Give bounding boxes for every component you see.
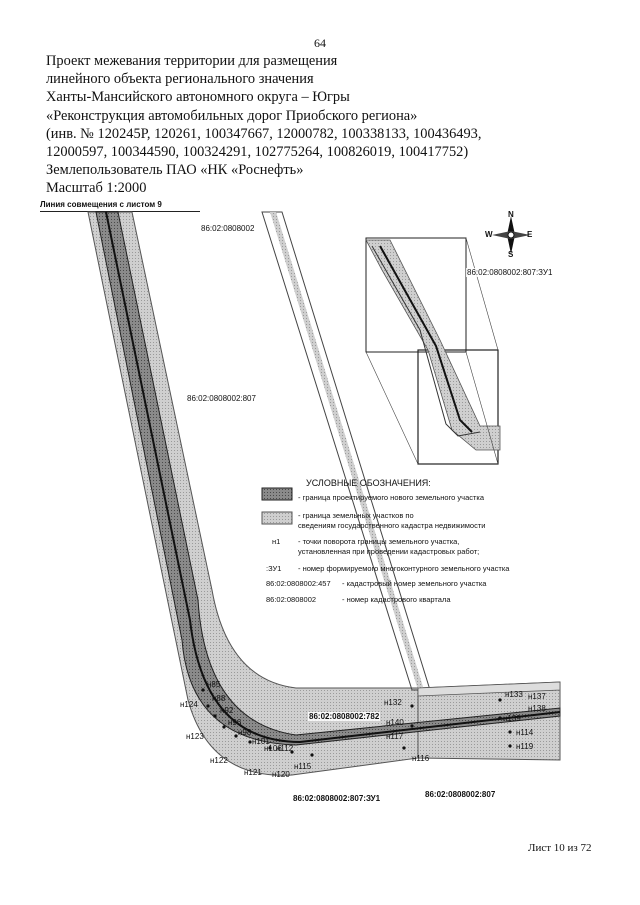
- sheet-join-label: Линия совмещения с листом 9: [40, 200, 162, 209]
- point-label: н85: [207, 680, 221, 689]
- compass-n: N: [508, 210, 514, 219]
- sheet-footer: Лист 10 из 72: [528, 842, 592, 854]
- document-title: Проект межевания территории для размещен…: [46, 52, 606, 198]
- point-label: н139: [503, 714, 521, 723]
- legend-swatch-cadastre: [261, 511, 293, 525]
- legend-item-zu: - номер формируемого многоконтурного зем…: [298, 564, 510, 573]
- title-line-3: Ханты-Мансийского автономного округа – Ю…: [46, 89, 350, 106]
- point-label: н117: [386, 732, 404, 741]
- point-label: н123: [186, 732, 204, 741]
- point-label: н106: [264, 744, 282, 753]
- point-label: н119: [516, 742, 534, 751]
- parcel-label-807: 86:02:0808002:807: [186, 394, 257, 403]
- legend-item-parcel: - кадастровый номер земельного участка: [342, 579, 487, 588]
- title-line-6: 12000597, 100344590, 100324291, 10277526…: [46, 144, 469, 161]
- point-label: н137: [528, 692, 546, 701]
- compass-s: S: [508, 250, 514, 259]
- quarter-label-top: 86:02:0808002: [200, 224, 256, 233]
- point-label: н88: [212, 694, 226, 703]
- point-label: н124: [180, 700, 198, 709]
- title-line-2: линейного объекта регионального значения: [46, 71, 314, 88]
- legend-item-cadastre: - граница земельных участков по: [298, 511, 414, 520]
- zu1-label-bottom: 86:02:0808002:807:ЗУ1: [292, 794, 382, 803]
- compass-w: W: [485, 230, 493, 239]
- inset-parcel-label: 86:02:0808002:807:ЗУ1: [466, 268, 554, 277]
- title-line-8: Масштаб 1:2000: [46, 180, 147, 197]
- point-label: н120: [272, 770, 290, 779]
- compass-rose-icon: [492, 216, 530, 254]
- legend-symbol-quarter: 86:02:0808002: [266, 595, 317, 604]
- compass-e: E: [527, 230, 533, 239]
- point-label: н121: [244, 768, 262, 777]
- legend-item-quarter: - номер кадастрового квартала: [342, 595, 451, 604]
- page-number: 64: [314, 36, 326, 50]
- legend-title: УСЛОВНЫЕ ОБОЗНАЧЕНИЯ:: [306, 478, 431, 488]
- point-label: н101: [252, 737, 270, 746]
- legend-symbol-point: н1: [272, 537, 281, 546]
- legend-item-point: - точки поворота границы земельного учас…: [298, 537, 460, 546]
- legend-swatch-new: [261, 487, 293, 501]
- road-centerline: [105, 211, 561, 744]
- title-line-7: Землепользователь ПАО «НК «Роснефть»: [46, 162, 304, 179]
- point-label: н96: [228, 718, 242, 727]
- point-label: н92: [220, 706, 234, 715]
- legend-item-new-parcel: - граница проектируемого нового земельно…: [298, 493, 485, 502]
- point-label: н133: [505, 690, 523, 699]
- point-label: н112: [276, 744, 294, 753]
- point-label: н116: [412, 754, 430, 763]
- legend-symbol-zu: :ЗУ1: [266, 564, 282, 573]
- title-line-1: Проект межевания территории для размещен…: [46, 53, 338, 69]
- parcel-label-782: 86:02:0808002:782: [308, 712, 381, 721]
- point-label: н122: [210, 756, 228, 765]
- title-line-4: «Реконструкция автомобильных дорог Приоб…: [46, 107, 418, 124]
- east-block: [417, 681, 561, 697]
- point-label: н140: [386, 718, 404, 727]
- legend-item-point-2: установленная при проведении кадастровых…: [298, 547, 480, 556]
- legend-symbol-parcel: 86:02:0808002:457: [266, 579, 331, 588]
- inset-map: [365, 237, 501, 465]
- point-label: н98: [238, 728, 252, 737]
- legend-item-cadastre-2: сведениям государственного кадастра недв…: [298, 521, 486, 530]
- point-label: н138: [528, 704, 546, 713]
- title-line-5: (инв. № 120245Р, 120261, 100347667, 1200…: [46, 125, 482, 142]
- parcel-label-807-bottom: 86:02:0808002:807: [424, 790, 497, 799]
- side-strip-inner: [270, 212, 424, 690]
- new-parcel-band: [95, 211, 561, 746]
- point-label: н132: [384, 698, 402, 707]
- point-label: н114: [516, 728, 534, 737]
- point-label: н115: [294, 762, 312, 771]
